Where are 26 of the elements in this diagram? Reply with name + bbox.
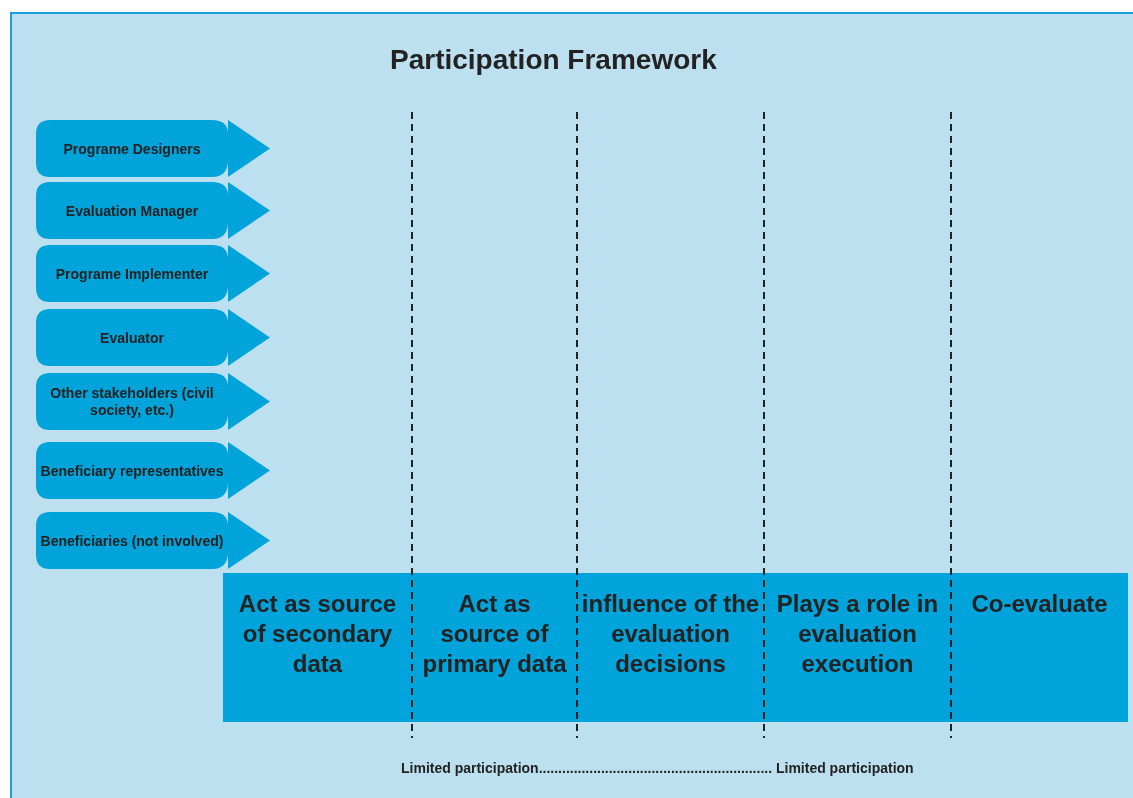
column-cell [223, 573, 412, 722]
arrow-shape [36, 182, 270, 239]
role-label: Beneficiary representatives [39, 462, 225, 479]
role-label: Programe Implementer [54, 265, 210, 282]
column-cell [764, 573, 951, 722]
arrow-shape [36, 120, 270, 177]
arrow-shape [36, 512, 270, 569]
role-label: Programe Designers [62, 140, 202, 157]
column-heading: Act as source of secondary data [237, 589, 398, 679]
column-cell [412, 573, 577, 722]
column-heading: Act as source of primary data [421, 589, 568, 679]
arrow-shape [36, 373, 270, 430]
arrow-shape [36, 442, 270, 499]
role-label: Beneficiaries (not involved) [39, 532, 225, 549]
arrow-shape [36, 309, 270, 366]
diagram-title: Participation Framework [390, 44, 717, 76]
role-label: Other stakeholders (civil society, etc.) [49, 384, 215, 419]
column-heading: Plays a role in evaluation execution [775, 589, 940, 679]
scale-note: Limited participation............................................................ Limited participation [401, 760, 914, 776]
column-heading: Co-evaluate [970, 589, 1109, 619]
column-heading: influence of the evaluation decisions [581, 589, 760, 679]
column-cell [577, 573, 764, 722]
role-label: Evaluator [99, 329, 165, 346]
column-cell [951, 573, 1128, 722]
arrow-shape [36, 245, 270, 302]
role-label: Evaluation Manager [64, 202, 200, 219]
